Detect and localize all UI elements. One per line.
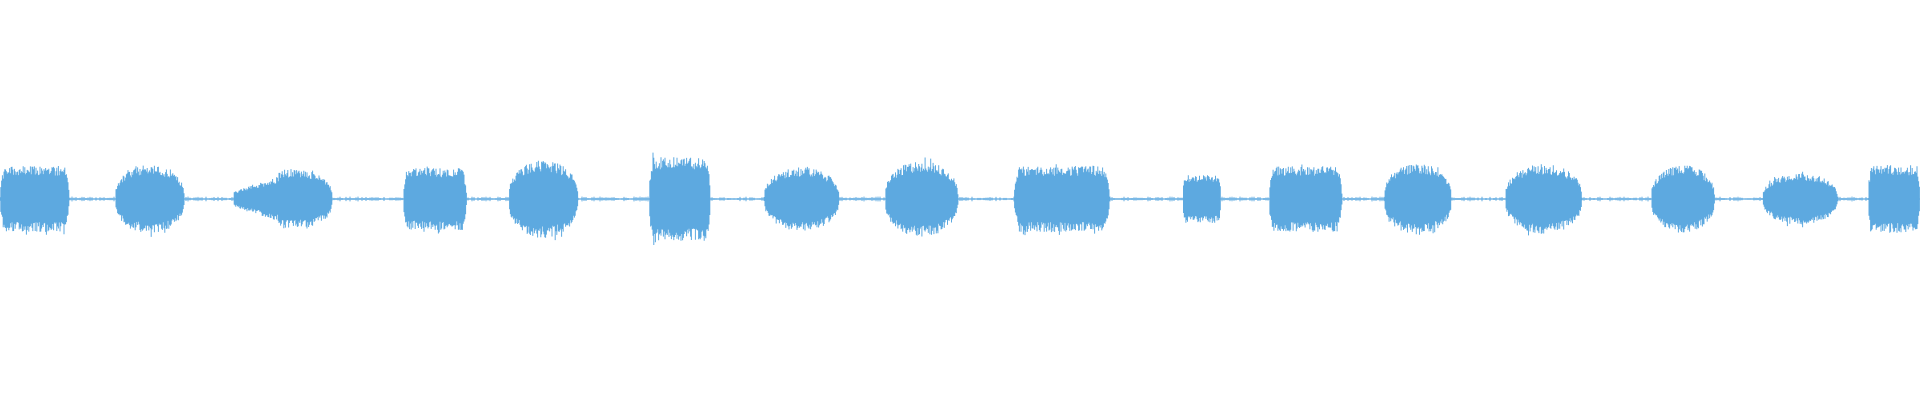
- waveform-burst: [1651, 165, 1715, 233]
- waveform-burst: [1183, 175, 1221, 223]
- waveform-burst: [1762, 171, 1838, 228]
- waveform-burst: [509, 160, 579, 241]
- waveform-burst: [885, 157, 959, 237]
- waveform-burst: [115, 165, 185, 237]
- waveform-burst: [1868, 165, 1920, 233]
- waveform-burst: [1505, 164, 1582, 236]
- waveform-burst: [649, 152, 711, 245]
- waveform-burst: [233, 169, 333, 229]
- waveform-burst: [0, 166, 70, 235]
- waveform-burst: [1014, 164, 1110, 236]
- waveform-burst: [1269, 164, 1343, 232]
- waveform-burst: [764, 166, 840, 231]
- waveform-burst: [403, 166, 467, 234]
- waveform-burst: [1384, 164, 1452, 235]
